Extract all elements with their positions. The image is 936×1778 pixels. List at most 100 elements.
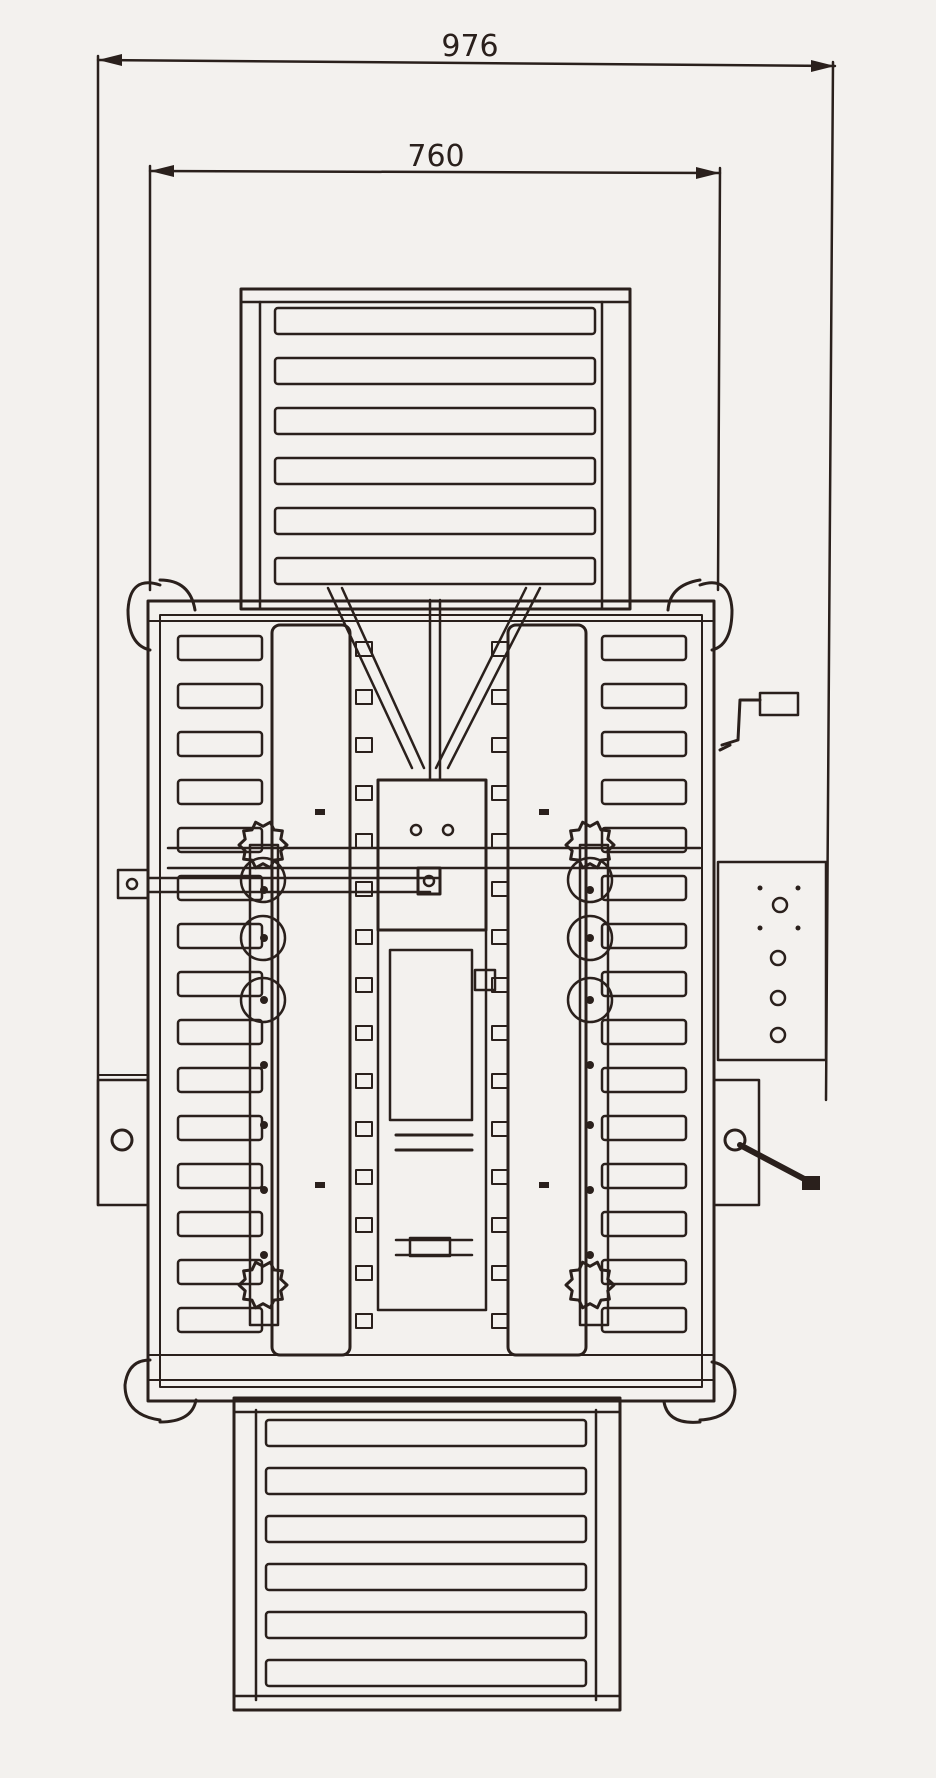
side-roller [600, 922, 688, 950]
small-roller [355, 785, 373, 801]
side-roller [600, 1306, 688, 1334]
side-roller [600, 730, 688, 758]
side-roller [600, 778, 688, 806]
side-roller [176, 1306, 264, 1334]
small-roller [355, 833, 373, 849]
small-roller [491, 929, 509, 945]
roller [264, 1610, 588, 1640]
roller [273, 506, 597, 536]
small-roller [491, 881, 509, 897]
side-roller [176, 778, 264, 806]
small-roller [355, 1217, 373, 1233]
small-roller [491, 833, 509, 849]
crank-handle-top [718, 691, 800, 752]
side-roller [600, 826, 688, 854]
side-roller [600, 1114, 688, 1142]
main-frame [96, 578, 761, 1424]
bolt [260, 934, 268, 942]
roller [264, 1514, 588, 1544]
small-roller [355, 1169, 373, 1185]
dimension-arrow-left [150, 165, 174, 177]
small-roller [491, 1121, 509, 1137]
bolt [260, 996, 268, 1004]
bolt [539, 1182, 549, 1188]
side-roller [176, 1066, 264, 1094]
sprocket-wheels [237, 820, 616, 1310]
dimension-overall: 976 [96, 29, 837, 1207]
bolt [586, 996, 594, 1004]
small-roller [491, 689, 509, 705]
side-roller [176, 826, 264, 854]
idler-wheel [566, 914, 614, 962]
idler-wheel [566, 976, 614, 1024]
side-roller [176, 970, 264, 998]
crank-handle-bottom [723, 1128, 820, 1190]
side-roller-bank [176, 634, 688, 1334]
idler-wheel [239, 976, 287, 1024]
roller [273, 306, 597, 336]
bolt [586, 1121, 594, 1129]
small-roller [491, 785, 509, 801]
dimension-arrow-right [811, 60, 835, 72]
small-roller [355, 1313, 373, 1329]
dimension-arrow-right [696, 167, 720, 179]
belt-bolts [260, 809, 594, 1259]
roller [273, 356, 597, 386]
bolt [260, 1121, 268, 1129]
bolt [315, 809, 325, 815]
side-roller [600, 634, 688, 662]
side-roller [176, 1162, 264, 1190]
right-belt-unit [506, 623, 610, 1357]
dimension-inner: 760 [148, 139, 722, 592]
small-roller [355, 1121, 373, 1137]
bolt [586, 1186, 594, 1194]
small-roller [355, 737, 373, 753]
small-roller [491, 1217, 509, 1233]
bolt [586, 1251, 594, 1259]
bolt [260, 1061, 268, 1069]
small-roller [491, 1169, 509, 1185]
small-roller [491, 737, 509, 753]
bolt [315, 1182, 325, 1188]
side-roller [176, 634, 264, 662]
side-roller [600, 1210, 688, 1238]
bolt [586, 886, 594, 894]
bolt [260, 1186, 268, 1194]
roller [273, 406, 597, 436]
idler-wheel [239, 856, 287, 904]
bolt [586, 934, 594, 942]
bottom-conveyor-rollers [264, 1418, 588, 1688]
central-gearbox [116, 586, 542, 1312]
small-roller [491, 1073, 509, 1089]
small-roller [355, 977, 373, 993]
small-roller [355, 929, 373, 945]
dimension-arrow-left [98, 54, 122, 66]
small-roller [355, 1265, 373, 1281]
roller [264, 1466, 588, 1496]
side-roller [600, 1258, 688, 1286]
idler-wheel [566, 856, 614, 904]
small-roller [491, 1265, 509, 1281]
top-conveyor [239, 287, 632, 611]
side-roller [600, 1162, 688, 1190]
overall-width-label: 976 [441, 29, 498, 64]
side-roller [176, 682, 264, 710]
sprocket-wheel [237, 1260, 289, 1310]
small-roller [491, 1313, 509, 1329]
side-roller [176, 1210, 264, 1238]
bolt [539, 809, 549, 815]
sprocket-wheel [564, 1260, 616, 1310]
side-roller [176, 1258, 264, 1286]
left-belt-unit [166, 623, 702, 1357]
button-panel [716, 860, 828, 1062]
bolt [260, 1251, 268, 1259]
small-roller [355, 1073, 373, 1089]
small-roller [355, 689, 373, 705]
side-roller [600, 682, 688, 710]
small-roller [491, 1025, 509, 1041]
bottom-conveyor [232, 1396, 622, 1712]
side-roller [600, 874, 688, 902]
roller [264, 1658, 588, 1688]
sprocket-wheel [237, 820, 289, 870]
roller [264, 1562, 588, 1592]
